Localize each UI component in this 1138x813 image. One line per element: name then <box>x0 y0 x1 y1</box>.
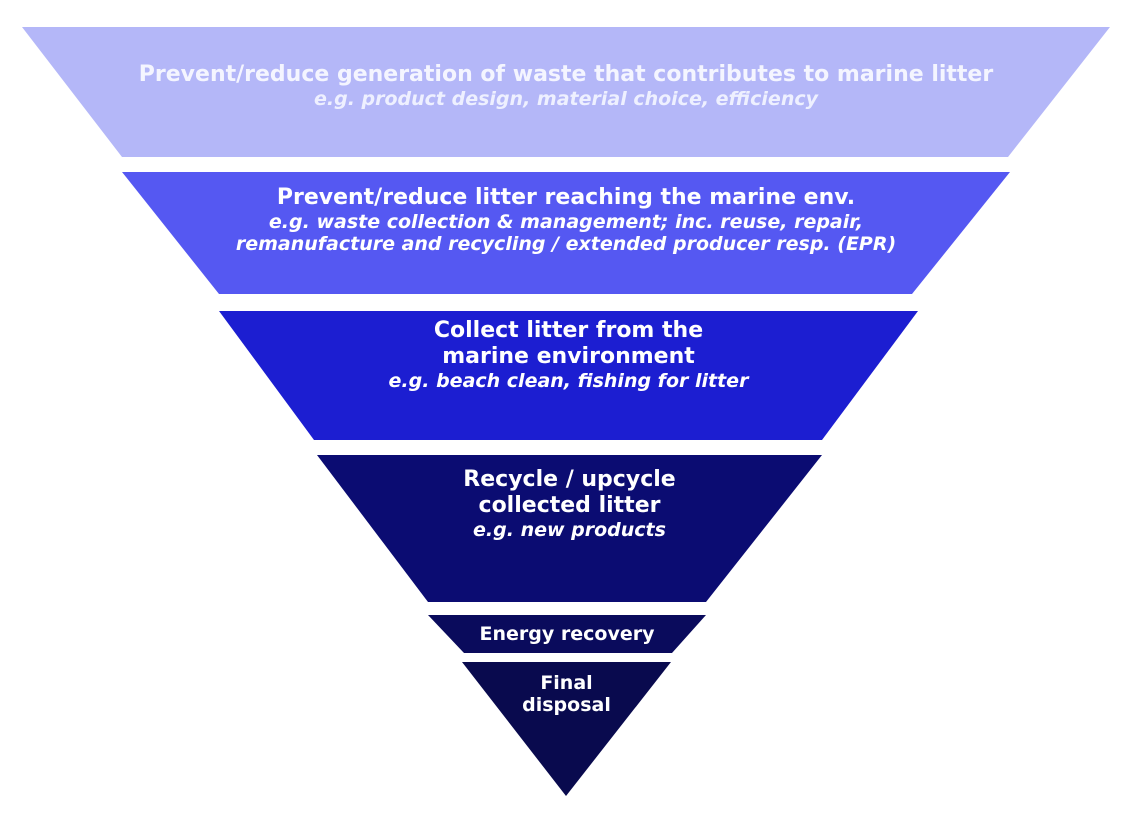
tier-example: e.g. new products <box>473 518 666 541</box>
tier-title: disposal <box>522 694 611 717</box>
tier-title: marine environment <box>442 343 695 369</box>
tier-example: e.g. beach clean, fishing for litter <box>388 369 749 392</box>
tier-title: Final <box>540 672 593 694</box>
tier-title: Recycle / upcycle <box>463 467 676 492</box>
tier-collect-litter-label: Collect litter from the marine environme… <box>219 318 918 392</box>
tier-recycle-upcycle <box>317 455 822 602</box>
tier-recycle-upcycle-label: Recycle / upcycle collected litter e.g. … <box>317 467 822 541</box>
tier-energy-recovery <box>428 615 706 653</box>
tier-title: Energy recovery <box>479 623 655 645</box>
tier-prevent-generation <box>22 27 1110 157</box>
tier-example: e.g. product design, material choice, ef… <box>313 87 818 110</box>
tier-title: collected litter <box>478 492 661 518</box>
tier-example: remanufacture and recycling / extended p… <box>235 233 897 256</box>
tier-title: Collect litter from the <box>433 318 704 343</box>
tier-prevent-generation-label: Prevent/reduce generation of waste that … <box>22 62 1110 110</box>
tier-final-disposal <box>462 662 671 796</box>
tier-energy-recovery-label: Energy recovery <box>428 623 706 645</box>
tier-final-disposal-label: Final disposal <box>462 672 671 717</box>
tier-prevent-reaching-marine-label: Prevent/reduce litter reaching the marin… <box>122 185 1010 256</box>
tier-prevent-reaching-marine <box>122 172 1010 294</box>
tier-title: Prevent/reduce generation of waste that … <box>138 62 994 87</box>
tier-title: Prevent/reduce litter reaching the marin… <box>276 185 856 210</box>
tier-collect-litter <box>219 311 918 440</box>
tier-example: e.g. waste collection & management; inc.… <box>268 210 864 233</box>
